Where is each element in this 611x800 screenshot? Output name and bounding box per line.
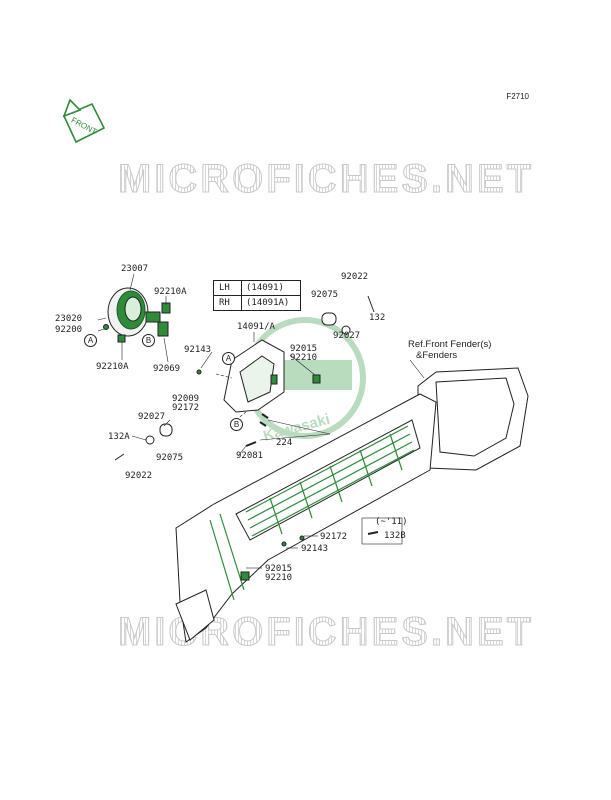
figure-code: F2710	[506, 92, 529, 101]
side-part-table: LH (14091) RH (14091A)	[213, 280, 301, 311]
side-row-lh: LH (14091)	[214, 281, 300, 295]
part-label[interactable]: 92172	[172, 403, 200, 413]
part-label[interactable]: 92015	[265, 564, 293, 574]
part-label[interactable]: 92009	[172, 394, 200, 404]
side-cell: RH	[214, 296, 242, 310]
marker-b: B	[230, 418, 243, 431]
grille-slats	[209, 425, 415, 601]
headlight-bracket	[196, 339, 321, 413]
part-label[interactable]: 92081	[236, 451, 264, 461]
part-label[interactable]: 92075	[156, 453, 184, 463]
part-label[interactable]: 92143	[184, 345, 212, 355]
headlight-assembly	[103, 287, 171, 343]
part-label[interactable]: 92027	[138, 412, 166, 422]
side-cell: LH	[214, 281, 242, 295]
part-label[interactable]: 92200	[55, 325, 83, 335]
part-label[interactable]: 14091/A	[237, 322, 275, 332]
part-label[interactable]: 92210A	[96, 362, 129, 372]
part-label[interactable]: 92075	[311, 290, 339, 300]
side-row-rh: RH (14091A)	[214, 295, 300, 310]
ref-label[interactable]: Ref.Front Fender(s)	[408, 339, 492, 350]
marker-b: B	[142, 334, 155, 347]
part-cell: (14091)	[246, 283, 284, 293]
watermark-text: MICROFICHES.NET	[117, 157, 535, 202]
hardware-parts	[114, 295, 379, 581]
leader-lines	[97, 273, 425, 569]
part-label[interactable]: 92210	[265, 573, 293, 583]
part-label[interactable]: 23007	[121, 264, 149, 274]
part-label[interactable]: 92027	[333, 331, 361, 341]
marker-a: A	[222, 352, 235, 365]
part-label[interactable]: 92143	[301, 544, 329, 554]
marker-a: A	[84, 334, 97, 347]
part-label[interactable]: 92210A	[154, 287, 187, 297]
part-label[interactable]: 92015	[290, 344, 318, 354]
part-label[interactable]: 132B	[384, 531, 406, 541]
part-label[interactable]: 92022	[341, 272, 369, 282]
front-arrow-icon: FRONT	[62, 98, 106, 144]
part-label[interactable]: 92172	[320, 532, 348, 542]
part-label[interactable]: 132	[369, 313, 386, 323]
logo-text: Kawasaki	[261, 411, 331, 445]
part-label[interactable]: 23020	[55, 314, 83, 324]
note-range: (~'11)	[375, 517, 408, 527]
part-label[interactable]: 224	[276, 438, 293, 448]
part-label[interactable]: 132A	[108, 432, 130, 442]
ref-label[interactable]: &Fenders	[416, 350, 458, 361]
watermark-top: MICROFICHES.NET	[96, 157, 556, 202]
part-label[interactable]: 92210	[290, 353, 318, 363]
part-label[interactable]: 92022	[125, 471, 153, 481]
part-label[interactable]: 92069	[153, 364, 181, 374]
part-cell: (14091A)	[246, 298, 290, 308]
